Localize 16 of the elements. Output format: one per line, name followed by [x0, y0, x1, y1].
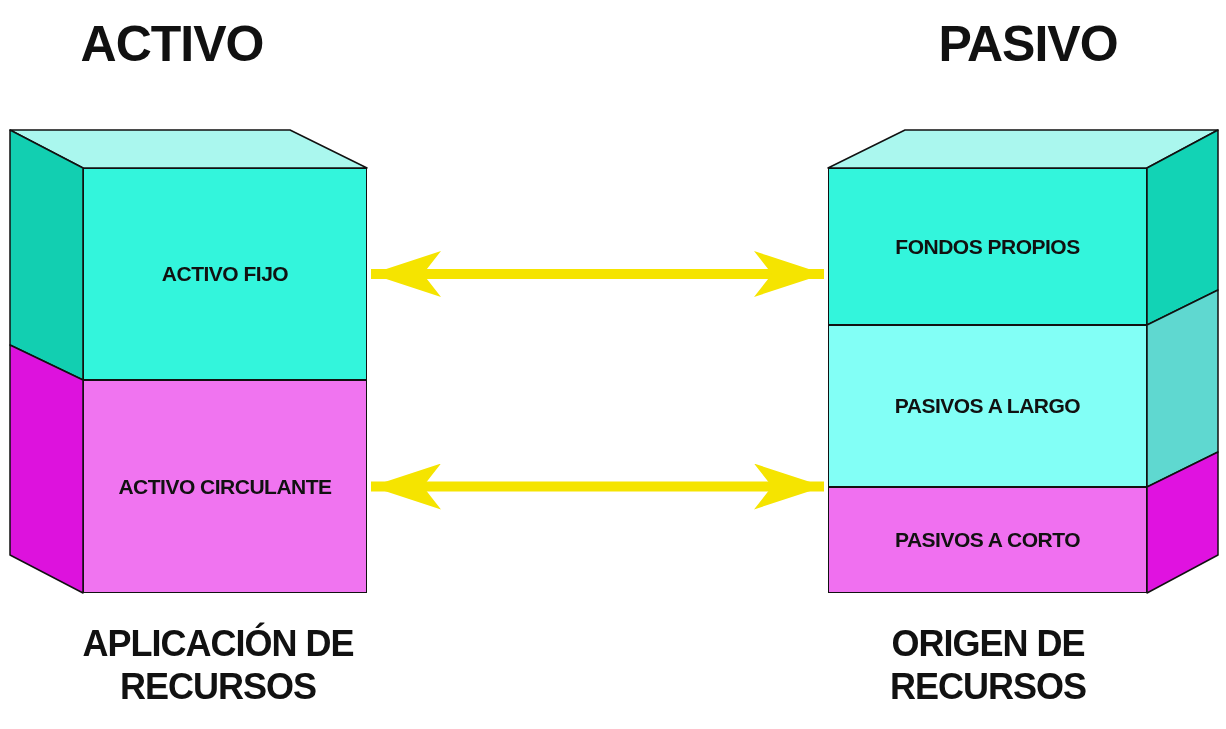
section-label: PASIVOS A LARGO	[894, 394, 1081, 418]
balance-section	[83, 380, 367, 593]
balance-section	[828, 325, 1147, 487]
section-label: FONDOS PROPIOS	[895, 234, 1080, 259]
section-label: ACTIVO CIRCULANTE	[118, 474, 332, 499]
balance-section	[828, 487, 1147, 593]
section-label: PASIVOS A CORTO	[895, 528, 1080, 552]
double-arrow	[371, 463, 824, 510]
column-caption: ORIGEN DE RECURSOS	[889, 622, 1087, 709]
section-label: ACTIVO FIJO	[161, 262, 289, 286]
column-heading: PASIVO	[937, 15, 1119, 74]
column-caption: APLICACIÓN DE RECURSOS	[81, 622, 355, 709]
balance-section	[83, 168, 367, 380]
balance-section	[828, 168, 1147, 325]
double-arrow	[371, 251, 824, 297]
column-heading: ACTIVO	[79, 15, 265, 74]
